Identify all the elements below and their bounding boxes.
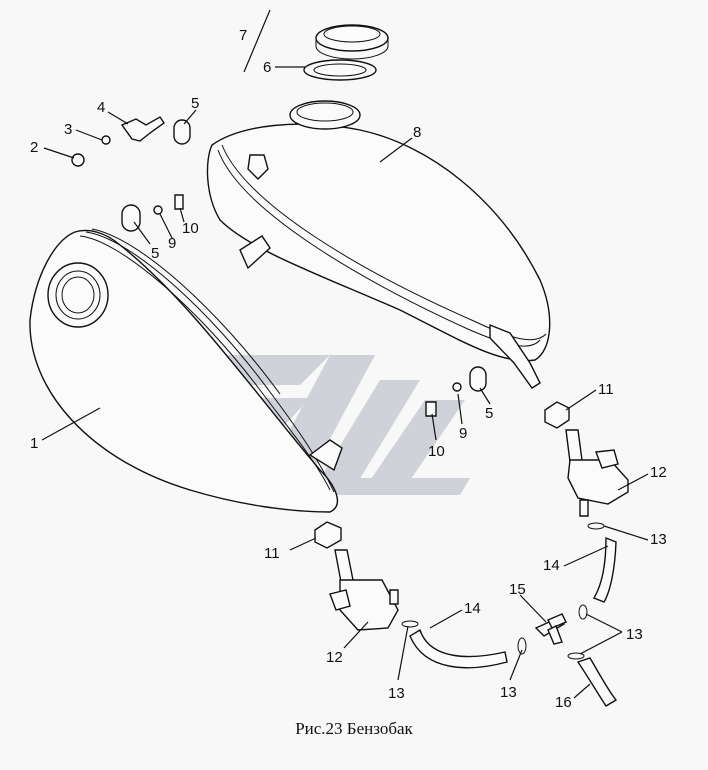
callout-9-top: 9	[168, 235, 176, 252]
callout-11-left: 11	[264, 545, 280, 562]
callout-5-top: 5	[191, 95, 199, 112]
callout-8: 8	[413, 124, 421, 141]
callout-7: 7	[239, 27, 247, 44]
callout-13-right: 13	[650, 531, 667, 548]
callout-16: 16	[555, 694, 572, 711]
callout-13-bottom-mid: 13	[500, 684, 517, 701]
callout-labels: 1 2 3 4 5 5 5 6 7 8 9 9 10 10 11 11 12 1…	[30, 27, 667, 711]
callout-15: 15	[509, 581, 526, 598]
fuel-tap-right	[544, 401, 629, 517]
callout-11-right: 11	[598, 381, 614, 398]
leader-lines	[41, 9, 649, 699]
callout-3: 3	[64, 121, 72, 138]
tank-left-half	[29, 228, 343, 513]
callout-5-mid: 5	[151, 245, 159, 262]
callout-2: 2	[30, 139, 38, 156]
callout-4: 4	[97, 99, 105, 116]
tank-right-half	[206, 100, 551, 389]
callout-5-right: 5	[485, 405, 493, 422]
fuel-tap-left	[314, 521, 399, 631]
callout-13-bottom-left: 13	[388, 685, 405, 702]
callout-1: 1	[30, 435, 38, 452]
callout-13-bottom-right: 13	[626, 626, 643, 643]
small-fittings	[71, 116, 487, 417]
filler-cap	[315, 24, 389, 60]
callout-10-right: 10	[428, 443, 445, 460]
callout-6: 6	[263, 59, 271, 76]
callout-9-right: 9	[459, 425, 467, 442]
callout-14-bottom: 14	[464, 600, 481, 617]
callout-14-right: 14	[543, 557, 560, 574]
hoses-and-clamps	[401, 522, 618, 707]
callout-12-right: 12	[650, 464, 667, 481]
figure-caption: Рис.23 Бензобак	[295, 719, 413, 738]
cap-gasket	[303, 59, 377, 81]
callout-12-left: 12	[326, 649, 343, 666]
callout-10-top: 10	[182, 220, 199, 237]
